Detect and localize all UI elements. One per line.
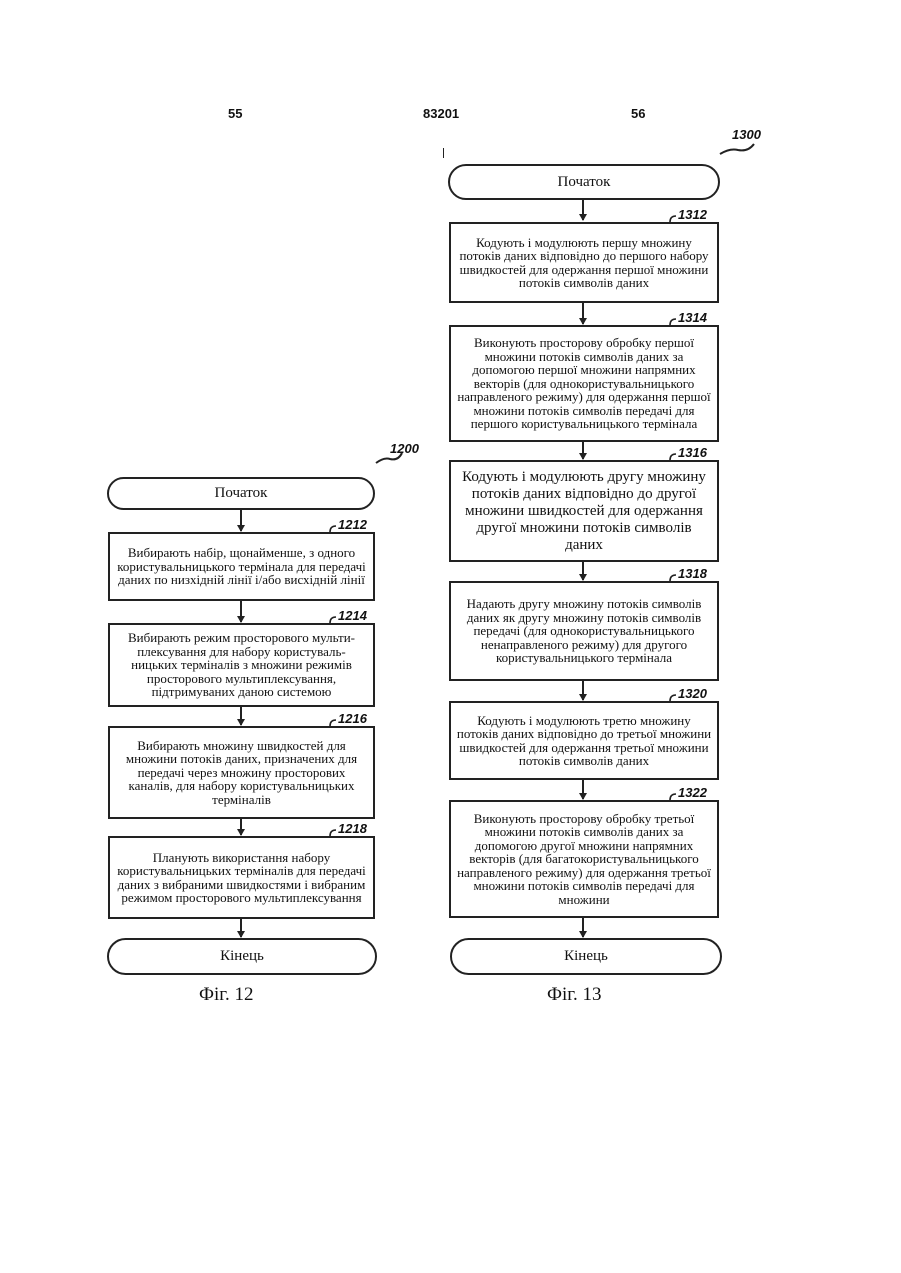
fig12-step-1214: Вибирають режим просторового мульти-плек… xyxy=(108,623,375,707)
fig13-step-1316: Кодують і модулюють другу множину потокі… xyxy=(449,460,719,562)
step-ref-1212: 1212 xyxy=(338,517,367,532)
step-ref-1322: 1322 xyxy=(678,785,707,800)
step-ref-1314: 1314 xyxy=(678,310,707,325)
step-ref-1316: 1316 xyxy=(678,445,707,460)
fig13-step-1320: Кодують і модулюють третю множину потокі… xyxy=(449,701,719,780)
step-ref-1320: 1320 xyxy=(678,686,707,701)
fig13-step-1322: Виконують просторову обробку третьої мно… xyxy=(449,800,719,918)
step-ref-1216: 1216 xyxy=(338,711,367,726)
fig13-step-1314: Виконують просторову обробку першої множ… xyxy=(449,325,719,442)
fig12-end: Кінець xyxy=(107,938,377,975)
fig12-step-1216: Вибирають множину швидкостей для множини… xyxy=(108,726,375,819)
step-ref-1312: 1312 xyxy=(678,207,707,222)
fig13-caption: Фіг. 13 xyxy=(547,984,601,1006)
fig12-step-1218: Планують використання набору користуваль… xyxy=(108,836,375,919)
fig13-end: Кінець xyxy=(450,938,722,975)
step-ref-1214: 1214 xyxy=(338,608,367,623)
diagram-ref-1300: 1300 xyxy=(732,127,761,142)
step-ref-1318: 1318 xyxy=(678,566,707,581)
fig13-start: Початок xyxy=(448,164,720,200)
fig12-step-1212: Вибирають набір, щонайменше, з одного ко… xyxy=(108,532,375,601)
step-ref-1218: 1218 xyxy=(338,821,367,836)
fig12-caption: Фіг. 12 xyxy=(199,984,253,1006)
fig13-step-1318: Надають другу множину потоків символів д… xyxy=(449,581,719,681)
fig12-start: Початок xyxy=(107,477,375,510)
fig13-step-1312: Кодують і модулюють першу множину потокі… xyxy=(449,222,719,303)
diagram-ref-1200: 1200 xyxy=(390,441,419,456)
ref-1300-leader xyxy=(720,144,754,154)
